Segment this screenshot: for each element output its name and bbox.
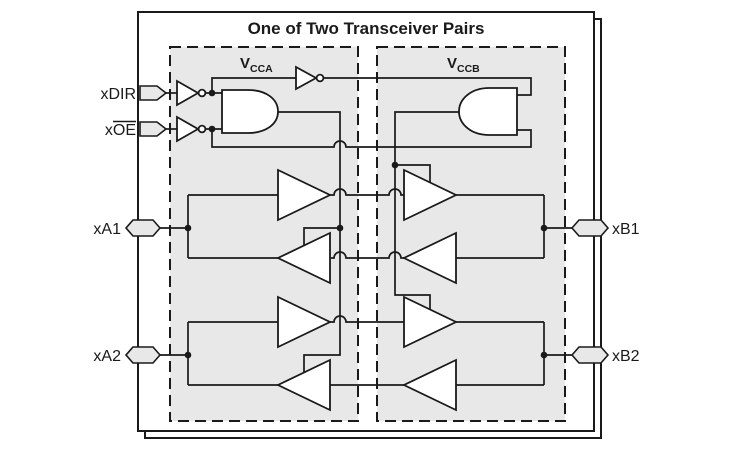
wire-oe-node-to-and-b [211,129,532,148]
gates [176,65,518,412]
inverter-oe-bubble-icon [197,124,207,134]
buffer-b2-b-to-a-icon [401,358,457,412]
buffer-b1-b-to-a-icon [401,231,457,285]
junction-rail-b [391,161,399,169]
wire-row1-mid [330,188,404,196]
junction-xb1 [540,224,548,232]
buffer-a1-b-to-a-icon [275,231,331,285]
vccb-label: VCCB [447,55,480,75]
bidirectional-pin-xb1-icon [570,219,610,237]
pin-label-xb2: xB2 [612,348,640,365]
bidirectional-pin-xa1-icon [124,219,162,237]
junction-xb2 [540,351,548,359]
bidirectional-pin-xa2-icon [124,346,162,364]
pin-label-xdir: xDIR [100,86,136,103]
junction-dir-node [208,89,216,97]
wire-top-inverter-to-and-b [323,77,532,96]
wire-dir-node-to-top-inverter [211,77,296,93]
pin-label-xoe: xOE [105,122,136,139]
and-gate-vccb-icon [458,87,518,136]
inverter-oe-icon [176,115,200,143]
pin-label-xa2: xA2 [93,348,121,365]
pin-label-xa1: xA1 [93,221,121,238]
inverter-dir-bubble-icon [197,88,207,98]
wire-rail-a-stub-row1 [303,227,340,246]
pins [124,85,610,364]
pin-labels: xDIR xOE xA1 xA2 xB1 xB2 [93,86,639,365]
buffer-a1-a-to-b-icon [277,168,333,222]
input-pin-xoe-icon [139,121,168,137]
input-pin-xdir-icon [139,85,168,101]
wire-row3-mid [330,315,404,323]
wire-rail-b-stub-row1 [395,164,431,183]
junction-rail-a [336,224,344,232]
buffer-a2-b-to-a-icon [275,358,331,412]
buffer-b1-a-to-b-icon [403,168,459,222]
junction-oe-node [208,125,216,133]
buffer-b2-a-to-b-icon [403,295,459,349]
buffer-a2-a-to-b-icon [277,295,333,349]
pin-label-xb1: xB1 [612,221,640,238]
junction-dots [184,89,548,359]
inverter-top-icon [295,65,318,91]
wire-and-b-output-enable-rail [394,111,459,310]
wire-row2-mid [330,251,404,259]
diagram-title: One of Two Transceiver Pairs [248,19,485,38]
wire-and-a-output-enable-rail [278,111,341,373]
inverter-dir-icon [176,79,200,107]
bidirectional-pin-xb2-icon [570,346,610,364]
inverter-top-bubble-icon [315,73,325,83]
and-gate-vcca-icon [221,89,279,134]
junction-xa1 [184,224,192,232]
junction-xa2 [184,351,192,359]
vcca-label: VCCA [240,55,273,75]
